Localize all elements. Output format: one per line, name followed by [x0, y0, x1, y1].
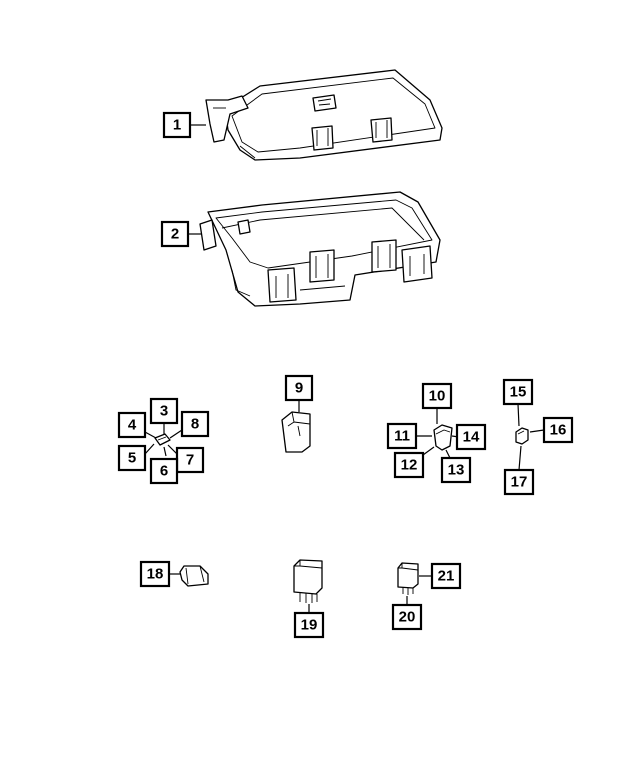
callout-6: 6	[149, 457, 179, 485]
callout-15: 15	[502, 378, 534, 406]
micro-fuse-part	[515, 427, 529, 445]
callout-10: 10	[421, 382, 453, 410]
callout-16: 16	[542, 416, 574, 444]
svg-text:16: 16	[550, 422, 567, 439]
relay-large-part	[293, 559, 323, 603]
callout-8: 8	[180, 410, 210, 438]
callout-4: 4	[117, 411, 147, 439]
callout-19: 19	[293, 611, 325, 639]
callout-13: 13	[440, 456, 472, 484]
callout-17: 17	[503, 468, 535, 496]
callout-14: 14	[455, 423, 487, 451]
svg-text:17: 17	[511, 474, 528, 491]
callout-1: 1	[162, 111, 192, 139]
svg-text:12: 12	[401, 457, 418, 474]
svg-text:14: 14	[463, 429, 480, 446]
svg-text:4: 4	[128, 417, 137, 434]
svg-text:10: 10	[429, 388, 446, 405]
svg-text:18: 18	[147, 566, 164, 583]
svg-text:2: 2	[171, 226, 179, 243]
callout-7: 7	[175, 446, 205, 474]
fuse-puller-part	[179, 565, 209, 587]
svg-text:13: 13	[448, 462, 465, 479]
relay-mini-part	[397, 562, 419, 595]
svg-text:9: 9	[295, 380, 303, 397]
callout-12: 12	[393, 451, 425, 479]
callout-21: 21	[430, 562, 462, 590]
svg-text:20: 20	[399, 609, 416, 626]
svg-text:11: 11	[394, 428, 410, 445]
callout-18: 18	[139, 560, 171, 588]
svg-text:7: 7	[186, 452, 194, 469]
svg-text:21: 21	[438, 568, 455, 585]
callout-9: 9	[284, 374, 314, 402]
svg-text:6: 6	[160, 463, 168, 480]
callout-3: 3	[149, 397, 179, 425]
svg-text:1: 1	[173, 117, 181, 134]
callout-11: 11	[386, 422, 418, 450]
svg-text:3: 3	[160, 403, 168, 420]
svg-text:19: 19	[301, 617, 318, 634]
svg-text:15: 15	[510, 384, 527, 401]
svg-text:5: 5	[128, 450, 136, 467]
callout-5: 5	[117, 444, 147, 472]
jcase-fuse-part	[281, 411, 311, 453]
mini-fuse-part	[154, 433, 171, 446]
callout-20: 20	[391, 603, 423, 631]
cover-part	[205, 69, 443, 161]
callout-2: 2	[160, 220, 190, 248]
svg-text:8: 8	[191, 416, 199, 433]
cartridge-fuse-part	[433, 424, 453, 451]
base-part	[199, 191, 441, 307]
